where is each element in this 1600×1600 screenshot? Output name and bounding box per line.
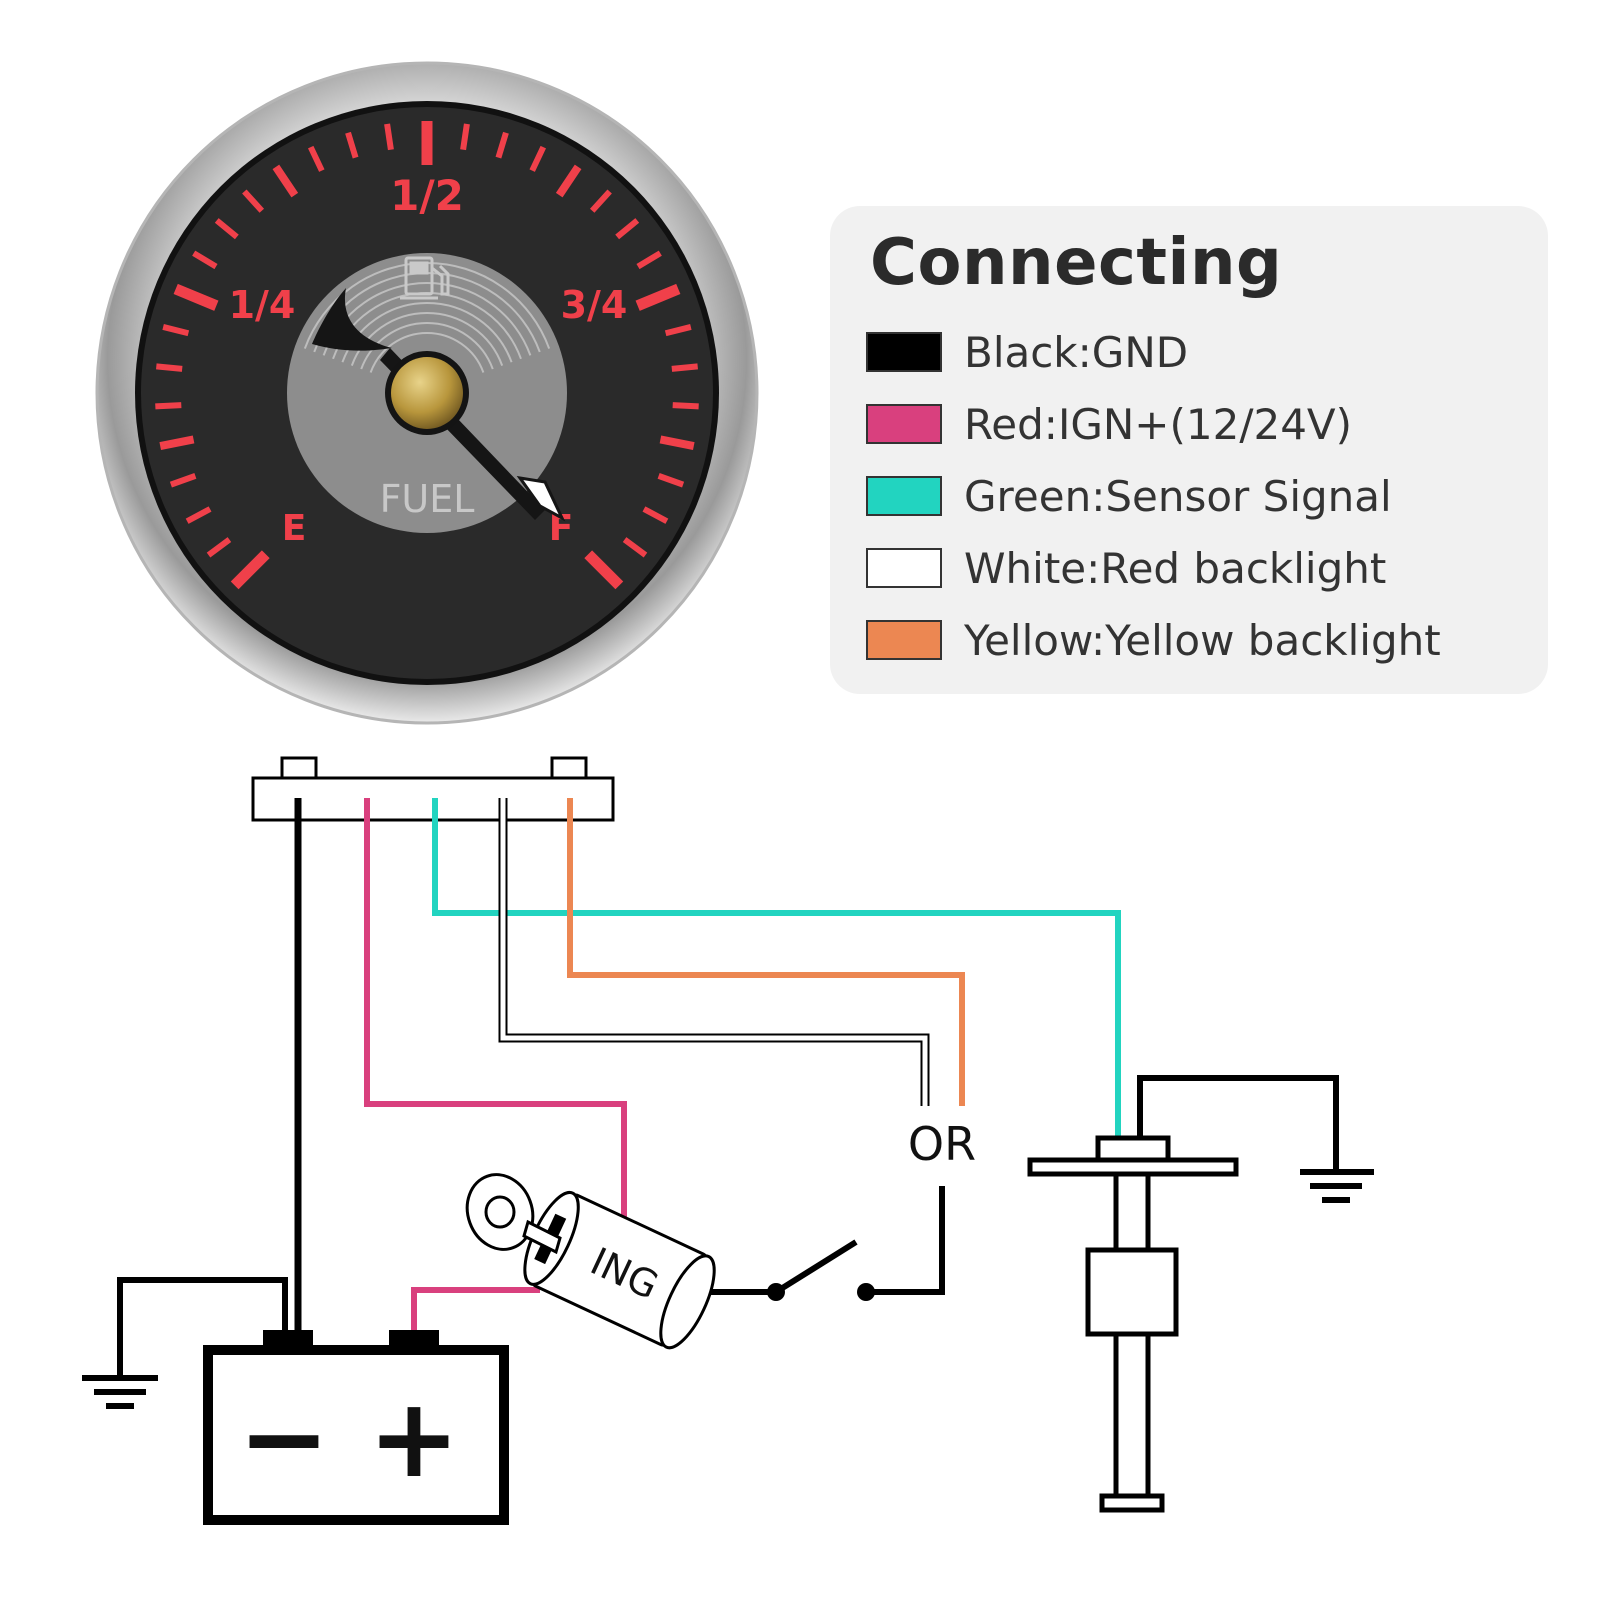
gauge-tick (206, 537, 232, 558)
gauge-tick (635, 283, 681, 311)
legend-title: Connecting (870, 226, 1283, 300)
gauge-label-quarter: 1/4 (229, 283, 296, 327)
gauge-tick (636, 250, 662, 270)
legend-label-red: Red:IGN+(12/24V) (964, 399, 1353, 449)
gauge-tick (162, 323, 190, 337)
battery: − + (203, 1330, 509, 1525)
battery-minus: − (238, 1374, 330, 1502)
gauge-label-half: 1/2 (390, 171, 464, 220)
gauge-tick (345, 131, 359, 159)
gauge-tick (555, 164, 582, 198)
gauge-tick (659, 435, 695, 450)
gauge-tick (622, 537, 648, 558)
legend-swatch-red (866, 404, 942, 444)
gauge-tick (192, 250, 218, 270)
wire-red (364, 798, 627, 1230)
gauge-tick (159, 435, 195, 450)
gauge-tick (242, 189, 265, 213)
wire-white (500, 798, 928, 1106)
wire-yellow (567, 798, 965, 1106)
gauge-tick (615, 218, 640, 240)
fuel-pump-icon (400, 256, 450, 300)
gauge-ticks (155, 121, 699, 590)
backlight-switch (700, 1186, 945, 1301)
fuel-gauge: FUEL 1/4 1/2 3/4 E F (95, 61, 759, 725)
ignition-switch: ING (523, 1190, 716, 1350)
legend-item-green: Green:Sensor Signal (866, 471, 1392, 521)
gauge-tick (214, 218, 239, 240)
gauge-face-label: FUEL (380, 477, 475, 521)
wire-white-outline (498, 798, 930, 1106)
gauge-tick (664, 323, 692, 337)
gauge-tick (185, 506, 212, 524)
gauge-tick (460, 123, 470, 151)
legend-panel: Connecting Black:GND Red:IGN+(12/24V) Gr… (830, 206, 1548, 694)
gauge-tick (657, 473, 685, 488)
gauge-tick (642, 506, 669, 524)
gauge-label-empty: E (282, 508, 307, 549)
gauge-tick (584, 550, 624, 590)
legend-swatch-green (866, 476, 942, 516)
or-label: OR (908, 1117, 976, 1171)
legend-label-black: Black:GND (964, 327, 1189, 377)
gauge-tick (529, 145, 547, 172)
legend-label-green: Green:Sensor Signal (964, 471, 1392, 521)
gauge-tick (589, 189, 612, 213)
legend-item-black: Black:GND (866, 327, 1189, 377)
gauge-tick (384, 123, 394, 151)
gauge-tick (173, 283, 219, 311)
legend-swatch-yellow (866, 620, 942, 660)
wire-red-battery (411, 1287, 540, 1342)
battery-ground-icon (82, 1277, 288, 1409)
fuel-level-sensor (1027, 1135, 1239, 1513)
gauge-tick (307, 145, 325, 172)
legend-item-white: White:Red backlight (866, 543, 1387, 593)
gauge-tick (671, 363, 698, 372)
wire-green (432, 798, 1121, 1138)
gauge-label-three-quarter: 3/4 (561, 283, 628, 327)
gauge-tick (155, 402, 182, 410)
center-ring (369, 332, 485, 373)
legend-item-red: Red:IGN+(12/24V) (866, 399, 1353, 449)
legend-label-white: White:Red backlight (964, 543, 1387, 593)
gauge-tick (672, 402, 699, 410)
ignition-key-icon (465, 1173, 562, 1255)
legend-label-yellow: Yellow:Yellow backlight (964, 615, 1441, 665)
gauge-tick (169, 473, 197, 488)
gauge-tick (230, 550, 270, 590)
legend-swatch-white (866, 548, 942, 588)
gauge-tick (156, 363, 183, 372)
sensor-ground-icon (1137, 1075, 1374, 1203)
legend-item-yellow: Yellow:Yellow backlight (866, 615, 1441, 665)
legend-swatch-black (866, 332, 942, 372)
battery-plus: + (368, 1374, 460, 1502)
gauge-tick (495, 131, 509, 159)
gauge-tick (272, 164, 299, 198)
needle-cap (391, 357, 463, 429)
